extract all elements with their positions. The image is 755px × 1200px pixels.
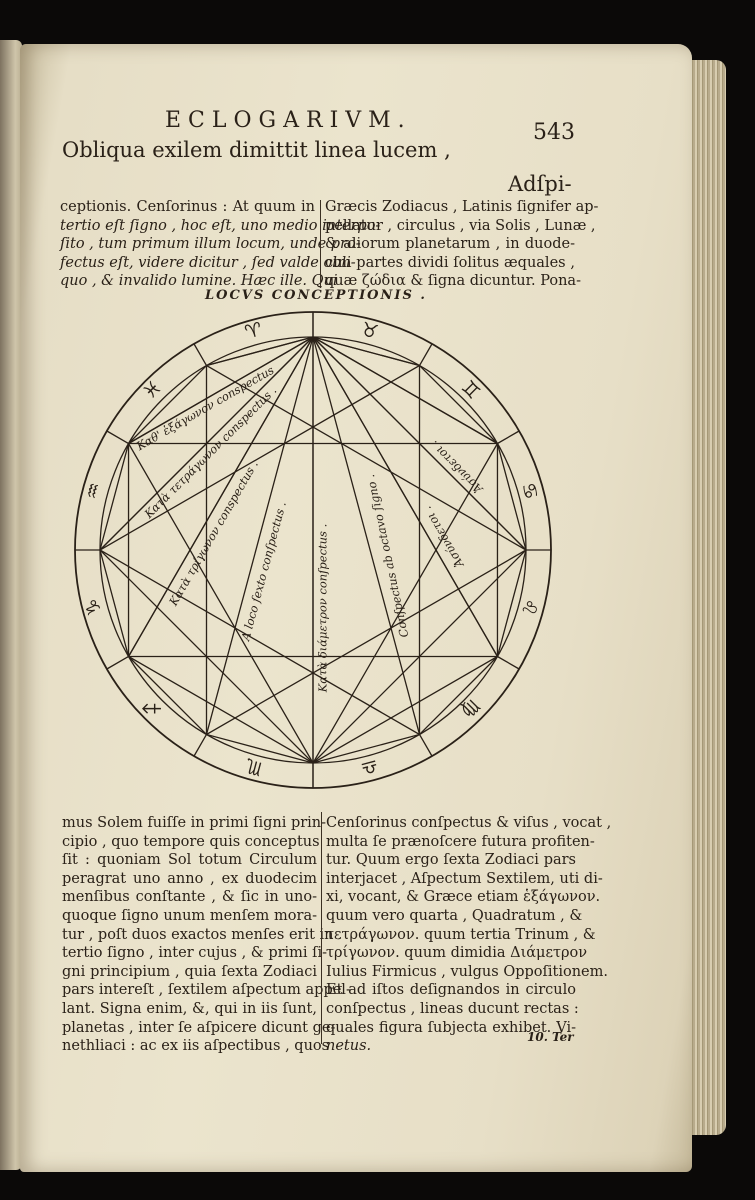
bottom-right-column: Cenſorinus conſpectus & viſus , vocat , m…: [326, 814, 612, 1056]
running-head: ECLOGARIVM.: [165, 108, 412, 133]
text-line: lant. Signa enim, &, qui in iis ſunt,: [62, 1000, 317, 1017]
triangle: [98, 364, 421, 736]
text-line: & aliorum planetarum , in duode-: [325, 236, 575, 253]
sign-divider: [106, 655, 129, 670]
text-line: tur. Quum ergo ſexta Zodiaci pars: [326, 852, 576, 869]
sign-divider: [497, 655, 520, 670]
text-line: tertio eſt ſigno , hoc eſt, uno medio in…: [60, 217, 381, 234]
column-rule-top: [320, 200, 321, 288]
text-line: multa ſe prænoſcere futura profiten-: [326, 833, 595, 850]
text-line: xi, vocant, & Græce etiam ἑξάγωνον.: [326, 889, 601, 906]
text-line: tertio ſigno , inter cujus , & primi ſi-: [62, 945, 328, 962]
triangle: [205, 364, 528, 736]
sign-divider: [106, 430, 129, 445]
catchword-top: Adſpi-: [508, 172, 572, 196]
text-line: quum vero quarta , Quadratum , &: [326, 907, 583, 924]
triangle: [127, 335, 499, 658]
verse-line: Obliqua exilem dimittit linea lucem ,: [62, 138, 451, 162]
text-line: ceptionis. Cenſorinus : At quum in: [60, 199, 315, 215]
aspect-line: [312, 336, 421, 735]
text-line: cipio , quo tempore quis conceptus: [62, 833, 320, 850]
text-line: nethliaci : ac ex iis aſpectibus , quos: [62, 1038, 330, 1055]
text-line: conſpectus , lineas ducunt rectas :: [326, 1000, 579, 1017]
text-line: pellatur , circulus , via Solis , Lunæ ,: [325, 217, 596, 234]
text-line: τρίγωνον. quum dimidia Διάμετρον: [326, 945, 588, 962]
sign-divider: [418, 343, 433, 366]
page-number: 543: [533, 120, 575, 145]
sign-divider: [193, 343, 208, 366]
aspect-label: Κατὰ διάμετρον conſpectus .: [314, 523, 329, 693]
top-left-column: ceptionis. Cenſorinus : At quum in tertio…: [60, 198, 381, 291]
book-page: [20, 44, 692, 1172]
sign-divider: [418, 734, 433, 757]
facing-page-edge: [0, 40, 22, 1170]
sign-divider: [497, 430, 520, 445]
figure-title: LOCVS CONCEPTIONIS .: [205, 288, 427, 303]
text-line: tur , poſt duos exactos menſes erit in: [62, 926, 334, 943]
text-line: τετράγωνον. quum tertia Trinum , &: [326, 926, 596, 943]
text-line: quo , & invalido lumine. Hæc ille. Qui: [60, 273, 338, 290]
text-line: Græcis Zodiacus , Latinis ſignifer ap-: [325, 199, 599, 215]
text-line: ſit : quoniam Sol totum Circulum: [62, 852, 317, 869]
text-line: mus Solem fuiſſe in primi ſigni prin-: [62, 815, 327, 831]
text-line: pars intereſt , ſextilem aſpectum appel-: [62, 982, 351, 999]
text-line: gni principium , quia ſexta Zodiaci: [62, 963, 317, 980]
bottom-left-column: mus Solem fuiſſe in primi ſigni prin-cip…: [62, 814, 351, 1056]
text-line: netus.: [326, 1038, 372, 1055]
text-line: peragrat uno anno , ex duodecim: [62, 870, 317, 887]
column-rule-bottom: [321, 812, 322, 1044]
text-line: Iulius Firmicus , vulgus Oppoſitionem.: [326, 963, 608, 980]
text-line: planetas , inter ſe aſpicere dicunt ge-: [62, 1019, 336, 1036]
text-line: Cenſorinus conſpectus & viſus , vocat ,: [326, 815, 612, 831]
page-stack-edges: [688, 60, 726, 1135]
text-line: menſibus conſtante , & ſic in uno-: [62, 889, 317, 906]
text-line: Et ad iſtos deſignandos in circulo: [326, 982, 576, 999]
text-line: fectus eſt, videre dicitur , ſed valde o…: [60, 254, 356, 271]
text-line: quales figura ſubjecta exhibet. Vi-: [326, 1019, 576, 1036]
text-line: quæ ζώδια & ſigna dicuntur. Pona-: [325, 273, 581, 290]
text-line: ſito , tum primum illum locum, unde pro-: [60, 236, 361, 253]
aspect-line: [205, 336, 314, 735]
text-line: interjacet , Aſpectum Sextilem, uti di-: [326, 870, 603, 887]
catchword-bottom: 10. Ter: [527, 1030, 574, 1044]
top-right-column: Græcis Zodiacus , Latinis ſignifer ap-pe…: [325, 198, 599, 291]
text-line: quoque ſigno unum menſem mora-: [62, 907, 317, 924]
text-line: cim partes dividi ſolitus æquales ,: [325, 254, 575, 271]
triangle: [127, 442, 499, 765]
sign-divider: [193, 734, 208, 757]
